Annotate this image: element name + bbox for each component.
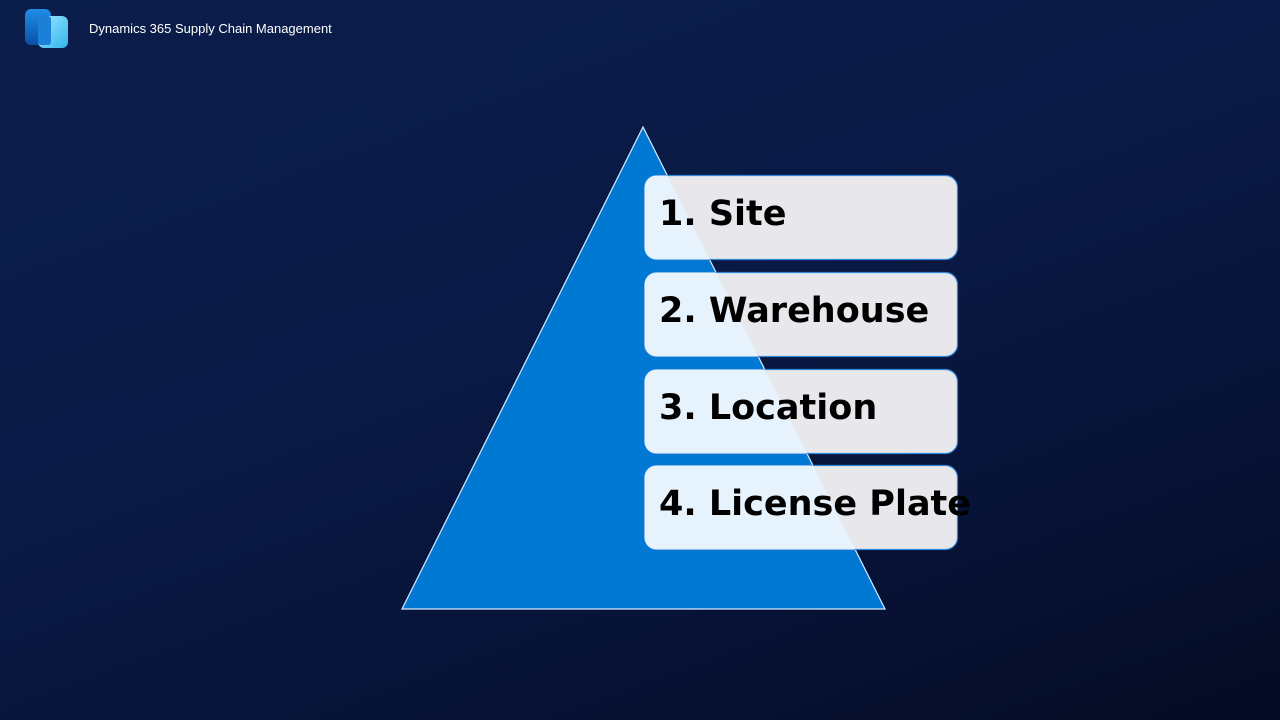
hierarchy-label-location: 3. Location (659, 388, 878, 428)
hierarchy-box-4 (643, 464, 959, 551)
dynamics-365-logo-icon (25, 9, 68, 48)
hierarchy-box-1 (643, 174, 959, 261)
hierarchy-box-3 (643, 368, 959, 455)
app-title: Dynamics 365 Supply Chain Management (89, 21, 332, 36)
hierarchy-label-license-plate: 4. License Plate (659, 484, 972, 524)
hierarchy-label-site: 1. Site (659, 194, 787, 234)
hierarchy-box-2 (643, 271, 959, 358)
hierarchy-label-warehouse: 2. Warehouse (659, 291, 930, 331)
